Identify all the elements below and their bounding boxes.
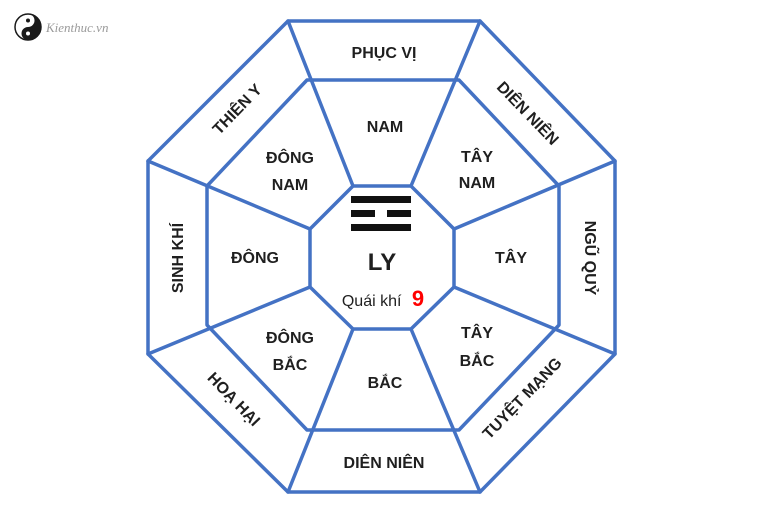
star-top-left: THIÊN Y	[208, 80, 266, 139]
star-top: PHỤC VỊ	[352, 45, 417, 62]
star-top-right: DIÊN NIÊN	[493, 77, 563, 148]
direction-bottom-left-line1: ĐÔNG	[266, 328, 314, 347]
direction-bottom-right-line1: TÂY	[461, 323, 493, 342]
direction-top-right-line1: TÂY	[461, 147, 493, 166]
ly-trigram-icon	[351, 196, 411, 231]
star-bottom: DIÊN NIÊN	[344, 453, 425, 472]
radial-dividers	[146, 19, 617, 494]
middle-octagon	[205, 78, 561, 432]
star-bottom-left: HOẠ HẠI	[204, 370, 263, 430]
direction-top-left-line1: ĐÔNG	[266, 148, 314, 167]
direction-top: NAM	[367, 119, 403, 136]
star-right: NGŨ QUỶ	[581, 221, 601, 296]
direction-bottom-left-line2: BẮC	[273, 355, 308, 374]
yin-yang-logo-icon	[14, 13, 42, 41]
direction-top-left-line2: NAM	[272, 177, 308, 194]
quai-khi-label: Quái khí	[342, 293, 402, 310]
direction-left: ĐÔNG	[231, 248, 279, 267]
logo-text: Kienthuc.vn	[45, 20, 108, 35]
direction-bottom: BẮC	[368, 373, 403, 392]
quai-khi-number: 9	[412, 286, 424, 311]
center-quai-khi: Quái khí 9	[342, 286, 424, 311]
direction-right: TÂY	[495, 248, 527, 267]
direction-bottom-right-line2: BẮC	[460, 351, 495, 370]
star-left: SINH KHÍ	[168, 222, 187, 293]
direction-top-right-line2: NAM	[459, 175, 495, 192]
center-trigram-name: LY	[368, 249, 396, 276]
